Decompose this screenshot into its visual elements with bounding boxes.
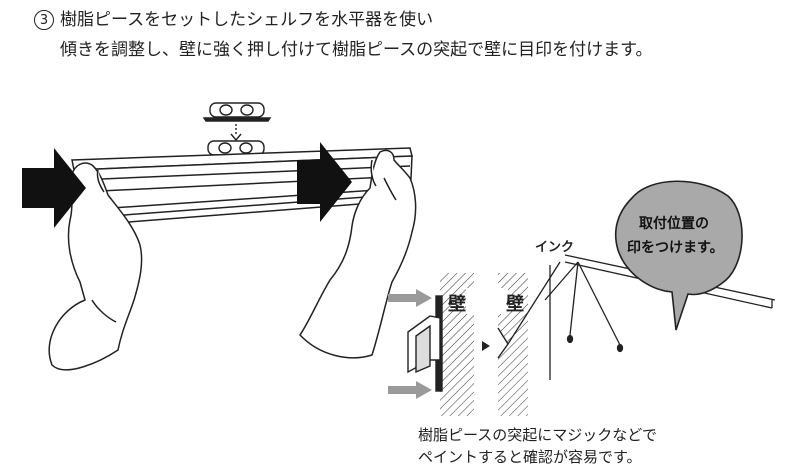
right-hand [299,149,417,359]
push-arrow-right [297,142,352,222]
push-arrow-left [22,148,86,228]
level-tool-on-shelf [207,140,265,156]
bubble-text-line-2: 印をつけます。 [627,239,724,256]
step-number-badge: 3 [34,10,54,30]
press-arrows [388,289,432,399]
wall-label-left: 壁 [448,293,466,315]
wall-label-bg [466,288,508,314]
shelf-bracket-section [407,295,443,392]
bubble-text-line-1: 取付位置の [639,215,709,232]
speech-bubble [614,180,743,331]
ink-leader-line [507,261,561,345]
instruction-line-1: 樹脂ピースをセットしたシェルフを水平器を使い [60,10,434,30]
down-dotted-arrow [230,124,242,142]
caption-line-1: 樹脂ピースの突起にマジックなどで [418,426,657,444]
transition-arrow [482,341,490,351]
instruction-line-2: 傾きを調整し、壁に強く押し付けて樹脂ピースの突起で壁に目印を付けます。 [60,40,653,60]
caption-line-2: ペイントすると確認が容易です。 [418,448,642,466]
wall-label-right: 壁 [506,293,524,315]
level-tool-upper [202,102,272,122]
ink-label: インク [535,240,574,255]
left-hand [48,162,143,371]
